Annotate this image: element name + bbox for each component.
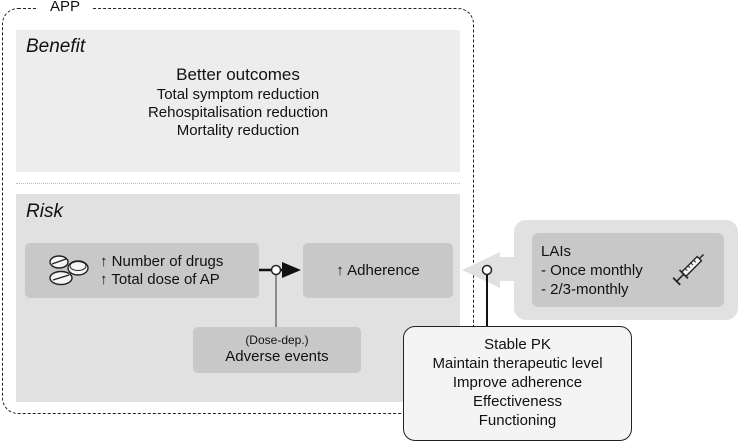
pk-box xyxy=(403,326,632,441)
pk-item: Functioning xyxy=(478,412,557,429)
drugs-dose-label: Total dose of AP xyxy=(111,271,220,288)
drugs-branch-node xyxy=(270,264,282,276)
adherence-label: Adherence xyxy=(347,262,420,279)
risk-title: Risk xyxy=(26,201,63,222)
benefit-heading: Better outcomes xyxy=(176,65,300,84)
pk-item: Maintain therapeutic level xyxy=(432,355,603,372)
drugs-line-number: ↑ Number of drugs xyxy=(100,253,223,271)
pk-text: Stable PK Maintain therapeutic level Imp… xyxy=(403,335,632,430)
lai-title: LAIs xyxy=(541,243,572,260)
syringe-icon xyxy=(672,253,705,286)
pk-connector-node xyxy=(481,264,493,276)
up-arrow-icon: ↑ xyxy=(336,262,344,279)
drugs-box xyxy=(25,243,259,298)
pk-item: Improve adherence xyxy=(452,374,583,391)
benefit-content: Better outcomes Total symptom reduction … xyxy=(16,64,460,140)
benefit-item: Total symptom reduction xyxy=(156,86,320,103)
benefit-panel xyxy=(16,30,460,172)
lai-text: LAIs - Once monthly - 2/3-monthly xyxy=(541,242,643,299)
adverse-events-qualifier: (Dose-dep.) xyxy=(245,333,309,347)
lai-item: - Once monthly xyxy=(541,262,643,279)
benefit-item: Mortality reduction xyxy=(176,122,300,139)
pk-item: Stable PK xyxy=(484,336,551,353)
drugs-text: ↑ Number of drugs ↑ Total dose of AP xyxy=(100,253,223,289)
app-label: APP xyxy=(38,0,93,16)
section-divider xyxy=(16,183,460,184)
pk-item: Effectiveness xyxy=(473,393,562,410)
adverse-events-label: Adverse events xyxy=(225,348,329,365)
adherence-box xyxy=(303,243,453,298)
adverse-events-text: (Dose-dep.) Adverse events xyxy=(193,333,361,366)
adverse-events-box xyxy=(193,327,361,373)
drugs-to-adherence-arrowhead xyxy=(282,262,301,278)
app-frame xyxy=(2,8,474,414)
benefit-item: Rehospitalisation reduction xyxy=(147,104,329,121)
lai-item: - 2/3-monthly xyxy=(541,281,629,298)
adherence-text: ↑ Adherence xyxy=(303,262,453,279)
up-arrow-icon: ↑ xyxy=(100,253,108,270)
drugs-line-dose: ↑ Total dose of AP xyxy=(100,271,223,289)
benefit-title: Benefit xyxy=(26,36,86,57)
pills-icon xyxy=(49,255,89,286)
up-arrow-icon: ↑ xyxy=(100,271,108,288)
drugs-number-label: Number of drugs xyxy=(111,253,224,270)
